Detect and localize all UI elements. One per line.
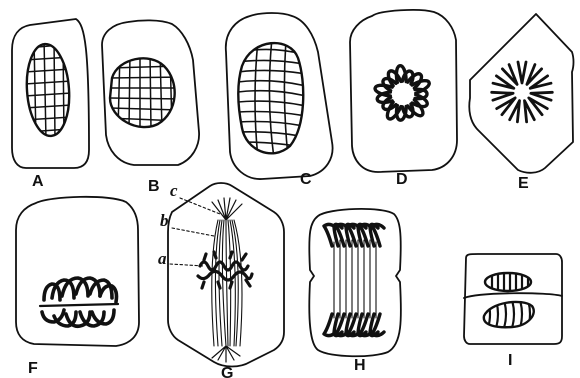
panel-d: D: [350, 10, 457, 188]
panel-label-a: A: [32, 173, 44, 190]
panel-e: E: [469, 14, 573, 192]
panel-label-c: C: [300, 171, 312, 188]
chromosome-v: [518, 62, 526, 83]
metaphase-chromosomes-f: [40, 278, 118, 326]
chromosome-loops-d: [375, 66, 429, 120]
spindle-pole-bottom-g: [212, 346, 240, 362]
callout-leader-b: [172, 228, 214, 236]
panel-label-d: D: [396, 171, 408, 188]
panel-c: C: [226, 13, 333, 188]
panel-label-h: H: [354, 357, 366, 374]
panel-i: I: [464, 254, 562, 369]
cell-wall-a: [12, 19, 89, 168]
panel-h: H: [309, 209, 401, 374]
panel-label-b: B: [148, 178, 160, 195]
callout-label-c: c: [170, 181, 178, 200]
chromosome-v: [531, 92, 552, 100]
panel-label-e: E: [518, 175, 529, 192]
cell-division-line-i: [464, 293, 562, 298]
cell-wall-f: [16, 197, 139, 346]
spindle-fibers-h: [334, 240, 376, 318]
chromatin-network-b: [108, 52, 180, 130]
cell-wall-d: [350, 10, 457, 172]
panel-g: c b a G: [158, 181, 284, 378]
cell-wall-c: [226, 13, 333, 179]
equatorial-chromosomes-g: [198, 252, 252, 288]
spindle-fibers-g: [212, 220, 242, 346]
panel-label-i: I: [508, 352, 512, 369]
chromosome-star-e: [492, 62, 553, 122]
chromosome-loop: [408, 100, 423, 116]
panel-label-g: G: [221, 365, 233, 378]
callout-label-b: b: [160, 211, 169, 230]
daughter-chromosomes-top-h: [324, 224, 384, 246]
daughter-chromosomes-bottom-h: [324, 314, 384, 336]
panel-label-f: F: [28, 360, 38, 377]
panel-f: F: [16, 197, 139, 377]
callout-label-a: a: [158, 249, 167, 268]
chromosome-v: [492, 92, 513, 100]
panel-a: A: [12, 19, 89, 190]
cell-wall-e: [469, 14, 573, 173]
nucleus-i-bottom: [484, 302, 534, 327]
panel-b: B: [102, 20, 199, 195]
callout-leader-c: [180, 198, 220, 214]
nucleus-a: [24, 43, 72, 138]
spindle-pole-top-g: [212, 198, 242, 220]
cell-wall-i: [464, 254, 562, 344]
